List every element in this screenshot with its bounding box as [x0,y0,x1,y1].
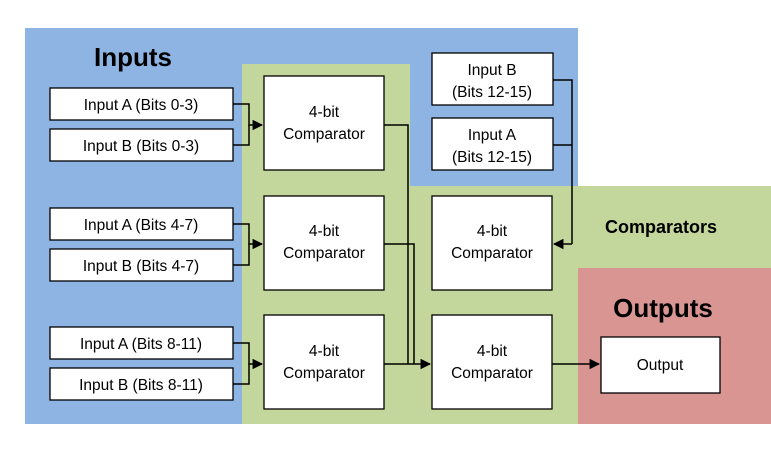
input-box: Input B (Bits 8-11) [49,367,234,401]
output-box: Output [600,336,721,394]
comparator-label: 4-bit [309,343,340,360]
input-box-right: Input A (Bits 12-15) [431,117,554,171]
comparator-label: Comparator [451,245,533,262]
wire [233,244,250,266]
input-label: Input A (Bits 4-7) [84,217,199,234]
comparator-label: Comparator [283,365,365,382]
comparator-label: Comparator [283,245,365,262]
wire [233,125,250,146]
input-label: (Bits 12-15) [452,149,532,166]
comparator-label: 4-bit [477,223,508,240]
wire [233,364,250,385]
wire [233,103,264,131]
wire [384,124,409,364]
input-label: Input A [468,127,517,144]
outputs-title: Outputs [613,293,713,323]
input-label: Input B (Bits 0-3) [83,138,199,155]
input-box: Input A (Bits 4-7) [49,207,234,241]
comparator-label: Comparator [283,126,365,143]
comparator-label: 4-bit [309,223,340,240]
comparator-box: 4-bit Comparator [263,314,385,410]
input-label: Input A (Bits 0-3) [84,97,199,114]
input-label: (Bits 12-15) [452,84,532,101]
wire [384,243,415,364]
input-label: Input B [467,62,516,79]
comparator-label: Comparator [451,365,533,382]
wire [553,79,573,244]
comparator-box: 4-bit Comparator [431,314,553,410]
comparators-title: Comparators [605,217,717,237]
comparator-box: 4-bit Comparator [263,75,385,171]
input-label: Input B (Bits 8-11) [79,377,203,394]
inputs-title: Inputs [94,42,172,72]
comparator-box: 4-bit Comparator [263,195,385,291]
comparator-box: 4-bit Comparator [431,195,553,291]
output-label: Output [637,357,684,374]
input-box-right: Input B (Bits 12-15) [431,52,554,106]
input-box: Input B (Bits 4-7) [49,248,234,282]
input-label: Input B (Bits 4-7) [83,258,199,275]
comparator-label: 4-bit [477,343,508,360]
input-box: Input A (Bits 0-3) [49,87,234,121]
input-label: Input A (Bits 8-11) [80,336,202,353]
wire [233,223,264,250]
wire [233,342,264,370]
input-box: Input A (Bits 8-11) [49,326,234,360]
comparator-label: 4-bit [309,104,340,121]
input-box: Input B (Bits 0-3) [49,128,234,162]
